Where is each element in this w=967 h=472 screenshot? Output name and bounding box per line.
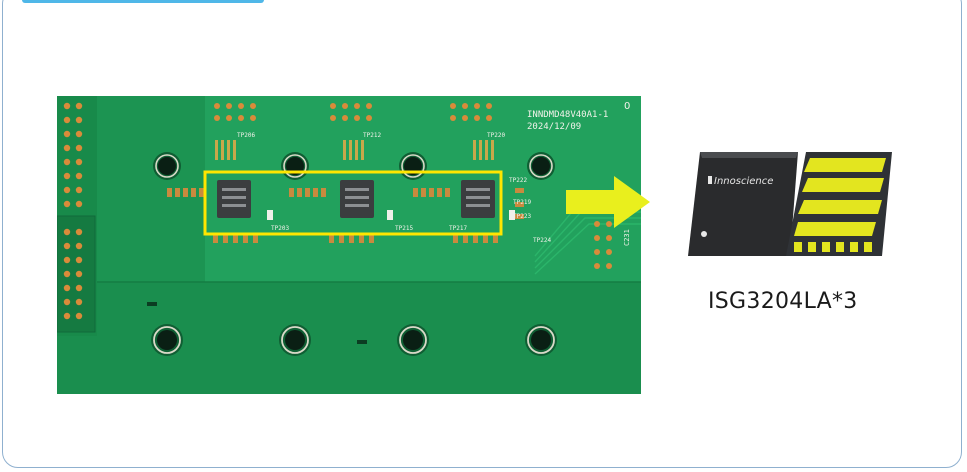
chip-top-view: Innoscience: [688, 152, 798, 256]
ic-package-illustration: Innoscience: [688, 152, 892, 256]
tp222-label: TP222: [509, 177, 527, 184]
top-header-pads: [214, 103, 492, 121]
tp224-label: TP224: [533, 237, 551, 244]
tp212-label: TP212: [363, 132, 381, 139]
tp206-label: TP206: [237, 132, 255, 139]
tp219-label: TP219: [513, 199, 531, 206]
chip-brand-label: Innoscience: [714, 176, 773, 187]
board-model-label: INNDMD48V40A1-1: [527, 110, 608, 120]
chip-bottom-view: [786, 152, 892, 256]
tp215-label: TP215: [395, 225, 413, 232]
tp223-label: TP223: [513, 213, 531, 220]
right-arrow: [566, 176, 650, 228]
tab-accent-line: [22, 0, 264, 3]
board-date-label: 2024/12/09: [527, 122, 581, 132]
mounting-holes: [151, 152, 557, 356]
gate-pin-strips: [215, 140, 494, 160]
mosfet-packages: [217, 180, 495, 218]
right-pad-array: [594, 221, 612, 269]
tp217-label: TP217: [449, 225, 467, 232]
passive-components: [167, 188, 524, 243]
pcb-board-photo: TP206 TP212 TP220 TP222 TP219 TP223 TP22…: [57, 96, 641, 394]
silkscreen-labels: TP206 TP212 TP220 TP222 TP219 TP223 TP22…: [237, 132, 551, 244]
board-corner-mark: 0: [624, 101, 630, 112]
connector-label: C231: [623, 229, 631, 246]
tp220-label: TP220: [487, 132, 505, 139]
left-pad-array: [63, 102, 83, 320]
mosfet-highlight-box: [203, 170, 503, 236]
tp203-label: TP203: [271, 225, 289, 232]
product-name-label: ISG3204LA*3: [708, 289, 858, 314]
